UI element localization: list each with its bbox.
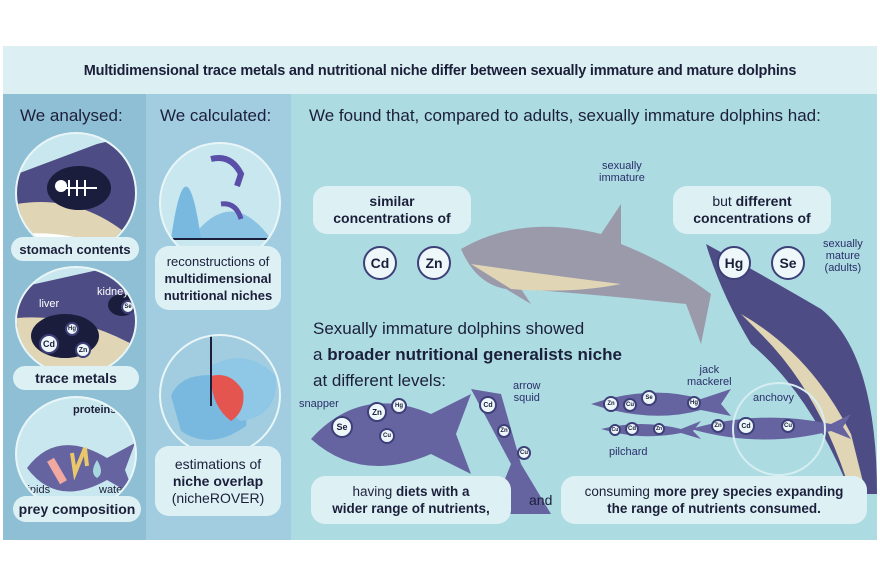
text-line: the range of nutrients consumed. <box>607 501 821 516</box>
infographic: Multidimensional trace metals and nutrit… <box>3 46 877 540</box>
anchovy <box>691 414 851 440</box>
element-hg: Hg <box>687 396 701 410</box>
heading-calculated: We calculated: <box>160 106 272 125</box>
text-prefix: consuming <box>584 484 654 499</box>
element-zn: Zn <box>653 423 665 435</box>
fish-icon <box>27 443 135 496</box>
text-prefix: a <box>313 345 328 364</box>
label-anchovy: anchovy <box>753 392 794 404</box>
element-cd: Cd <box>363 246 397 280</box>
label-prey-composition: prey composition <box>13 496 141 522</box>
element-cd: Cd <box>625 422 639 436</box>
text-bold: broader nutritional generalists niche <box>327 345 622 364</box>
niche-statement: Sexually immature dolphins showed a broa… <box>313 316 622 394</box>
element-hg: Hg <box>391 398 407 414</box>
text-line: multidimensional <box>164 270 272 286</box>
element-se: Se <box>771 246 805 280</box>
text-line: reconstructions of <box>166 253 270 269</box>
text-line: nutritional niches <box>163 287 273 303</box>
text-line: Sexually immature dolphins showed <box>313 319 585 338</box>
trace-metals-illustration: liver kidney Cd Hg Zn Se <box>15 266 137 376</box>
text-bold: different <box>735 193 792 209</box>
prey-composition-illustration: proteins lipids water <box>15 396 137 512</box>
element-zn: Zn <box>603 396 619 412</box>
element-cu: Cu <box>623 398 637 412</box>
element-cu: Cu <box>781 419 795 433</box>
element-cu: Cu <box>379 428 395 444</box>
label-proteins: proteins <box>73 404 117 416</box>
heading-analysed: We analysed: <box>20 106 123 125</box>
text-line: but different <box>712 193 791 210</box>
label-niche-reconstruction: reconstructions of multidimensional nutr… <box>155 246 281 310</box>
column-findings: We found that, compared to adults, sexua… <box>291 94 877 540</box>
label-pilchard: pilchard <box>609 446 648 458</box>
text-line: concentrations of <box>333 210 451 226</box>
text-line: at different levels: <box>313 371 446 390</box>
text-line: wider range of nutrients, <box>332 501 490 516</box>
finding-prey-box: consuming more prey species expanding th… <box>561 476 867 524</box>
text-bold: more prey species expanding <box>653 484 844 499</box>
element-cu: Cu <box>517 446 531 460</box>
element-cu: Cu <box>609 424 621 436</box>
text-line: consuming more prey species expanding <box>585 483 844 500</box>
label-sexually-immature: sexually immature <box>599 160 645 184</box>
element-zn: Zn <box>711 419 725 433</box>
squid <box>471 389 551 514</box>
niche-overlap-icon <box>171 336 277 440</box>
element-cd: Cd <box>39 334 59 354</box>
element-cd: Cd <box>737 417 755 435</box>
text-prefix: but <box>712 193 736 209</box>
label-arrow-squid: arrow squid <box>513 380 541 404</box>
text-prefix: having <box>352 484 397 499</box>
label-liver: liver <box>39 298 60 310</box>
finding-diets-box: having diets with a wider range of nutri… <box>311 476 511 524</box>
stomach-icon <box>17 134 135 252</box>
label-snapper: snapper <box>299 398 339 410</box>
element-cd: Cd <box>479 396 497 414</box>
element-se: Se <box>331 416 353 438</box>
label-lipids: lipids <box>25 484 51 496</box>
element-hg: Hg <box>65 322 79 336</box>
immature-dolphin <box>461 204 711 344</box>
text-line: similar <box>369 193 415 209</box>
text-line: a broader nutritional generalists niche <box>313 342 622 368</box>
element-zn: Zn <box>497 424 511 438</box>
label-sexually-mature: sexually mature (adults) <box>823 238 863 274</box>
label-water: water <box>99 484 126 496</box>
label-trace-metals: trace metals <box>13 366 139 390</box>
text-bold: diets with a <box>396 484 470 499</box>
stomach-illustration <box>15 132 137 254</box>
niche-overlap-illustration <box>159 334 281 456</box>
text-line: having diets with a <box>352 483 469 500</box>
niche-curves-icon <box>161 155 279 240</box>
and-connector: and <box>529 492 553 508</box>
label-jack-mackerel: jack mackerel <box>687 364 732 388</box>
text-line: (nicheROVER) <box>171 489 265 506</box>
column-analysed: We analysed: stomach contents liver kidn… <box>3 94 146 540</box>
label-kidney: kidney <box>97 286 129 298</box>
label-stomach-contents: stomach contents <box>11 237 139 261</box>
element-zn: Zn <box>417 246 451 280</box>
element-zn: Zn <box>367 402 387 422</box>
column-calculated: We calculated: reconstructions of multid… <box>146 94 291 540</box>
text-line: concentrations of <box>693 210 811 226</box>
heading-findings: We found that, compared to adults, sexua… <box>309 106 821 125</box>
title: Multidimensional trace metals and nutrit… <box>3 46 877 94</box>
element-se: Se <box>121 300 135 314</box>
different-concentrations-box: but different concentrations of <box>673 186 831 234</box>
label-niche-overlap: estimations of niche overlap (nicheROVER… <box>155 446 281 516</box>
element-hg: Hg <box>717 246 751 280</box>
element-zn: Zn <box>75 342 91 358</box>
similar-concentrations-box: similar concentrations of <box>313 186 471 234</box>
text-line: estimations of <box>174 455 262 472</box>
organs-icon <box>17 268 135 374</box>
text-line: niche overlap <box>172 472 264 489</box>
element-se: Se <box>641 390 657 406</box>
